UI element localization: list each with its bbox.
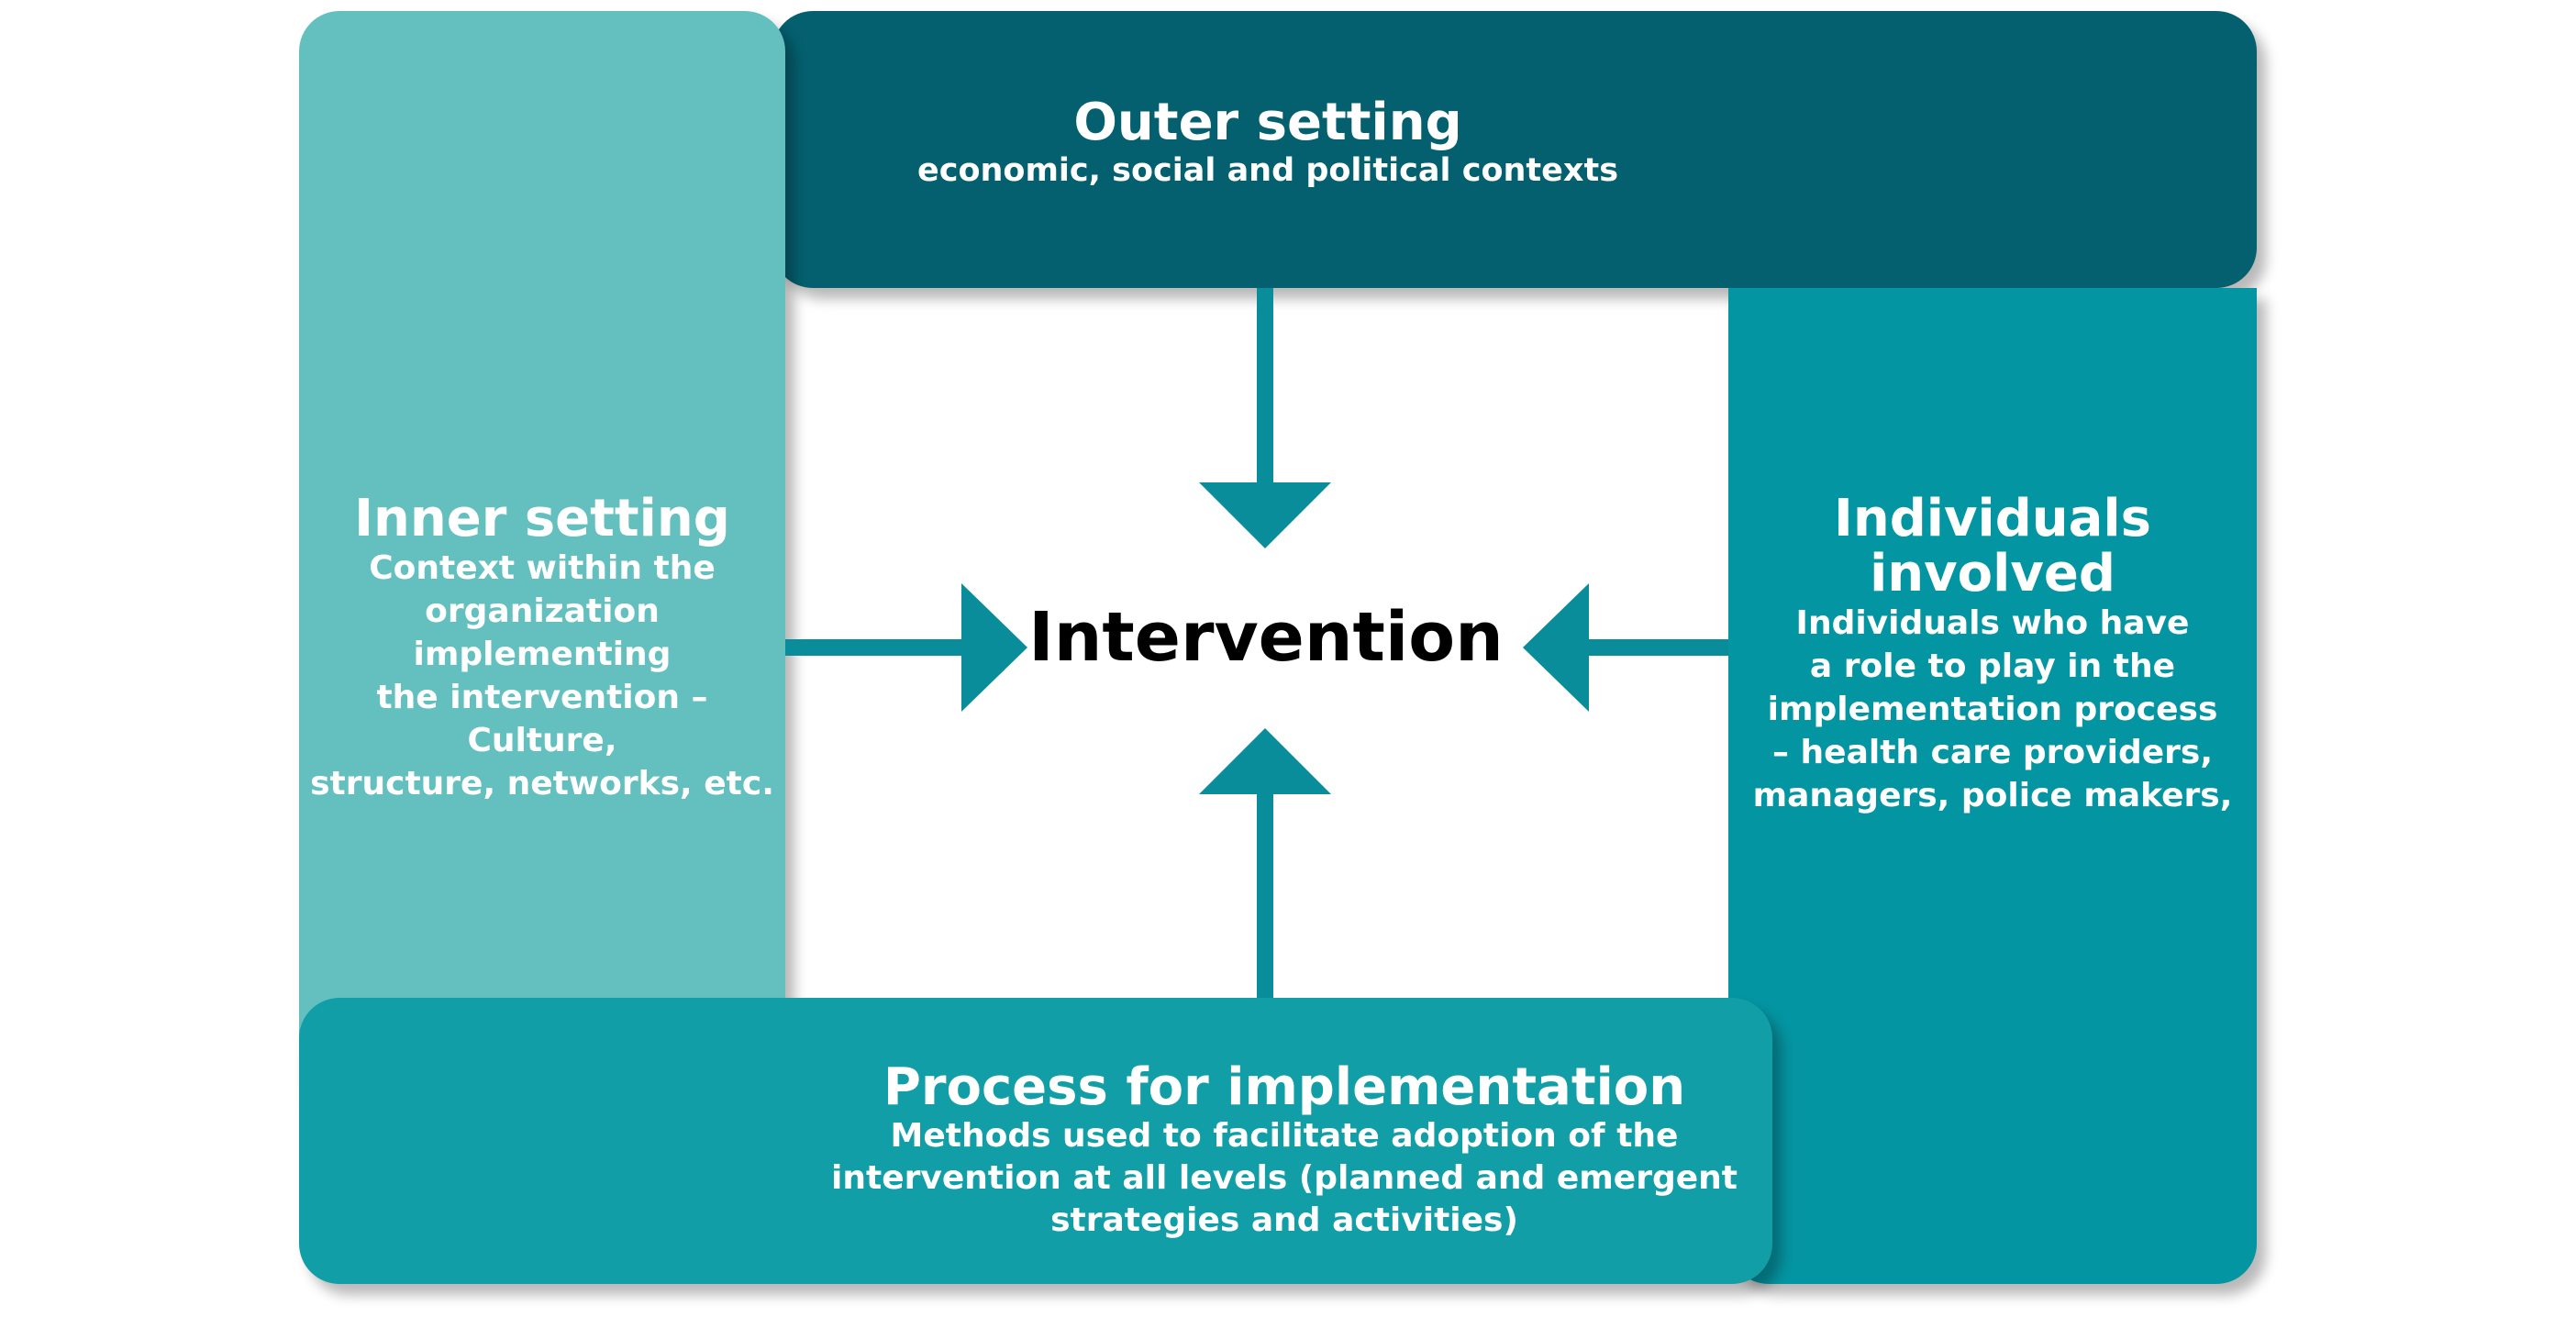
intervention-label: Intervention: [1028, 598, 1504, 677]
inner-setting-description-line: the intervention – Culture,: [376, 679, 708, 759]
arrow-up-from-process: [1199, 728, 1331, 998]
process-description-line: Methods used to facilitate adoption of t…: [890, 1117, 1679, 1155]
process-for-implementation-panel: [299, 998, 1772, 1284]
individuals-involved-panel: [1728, 288, 2257, 1284]
outer-setting-label: Outer setting economic, social and polit…: [772, 95, 1763, 191]
inner-setting-label: Inner setting Context within the organiz…: [299, 492, 785, 805]
arrow-right-from-inner-setting: [785, 583, 1027, 712]
individuals-involved-description-line: Individuals who have: [1795, 604, 2190, 642]
inner-setting-panel: [299, 11, 785, 1121]
process-description-line: strategies and activities): [1050, 1201, 1518, 1239]
arrow-left-from-individuals-involved: [1523, 583, 1728, 712]
process-for-implementation-label: Process for implementation Methods used …: [697, 1060, 1871, 1242]
outer-setting-title: Outer setting: [1073, 93, 1462, 152]
outer-setting-description: economic, social and political contexts: [916, 152, 1619, 189]
individuals-involved-description-line: implementation process: [1767, 691, 2218, 728]
individuals-involved-description-line: a role to play in the: [1809, 647, 2176, 685]
process-title: Process for implementation: [883, 1057, 1686, 1117]
process-description-line: intervention at all levels (planned and …: [831, 1159, 1738, 1197]
inner-setting-description-line: structure, networks, etc.: [310, 765, 774, 802]
arrow-down-from-outer-setting: [1199, 288, 1331, 548]
individuals-involved-description-line: managers, police makers,: [1752, 777, 2233, 814]
individuals-involved-description-line: – health care providers,: [1771, 734, 2214, 771]
inner-setting-description-line: organization implementing: [413, 592, 672, 673]
individuals-involved-title-line: Individuals: [1834, 489, 2151, 548]
individuals-involved-label: Individuals involved Individuals who hav…: [1728, 492, 2257, 817]
individuals-involved-title-line: involved: [1870, 544, 2115, 603]
outer-setting-panel: [772, 11, 2257, 288]
inner-setting-title: Inner setting: [354, 489, 730, 548]
inner-setting-description-line: Context within the: [369, 549, 716, 587]
